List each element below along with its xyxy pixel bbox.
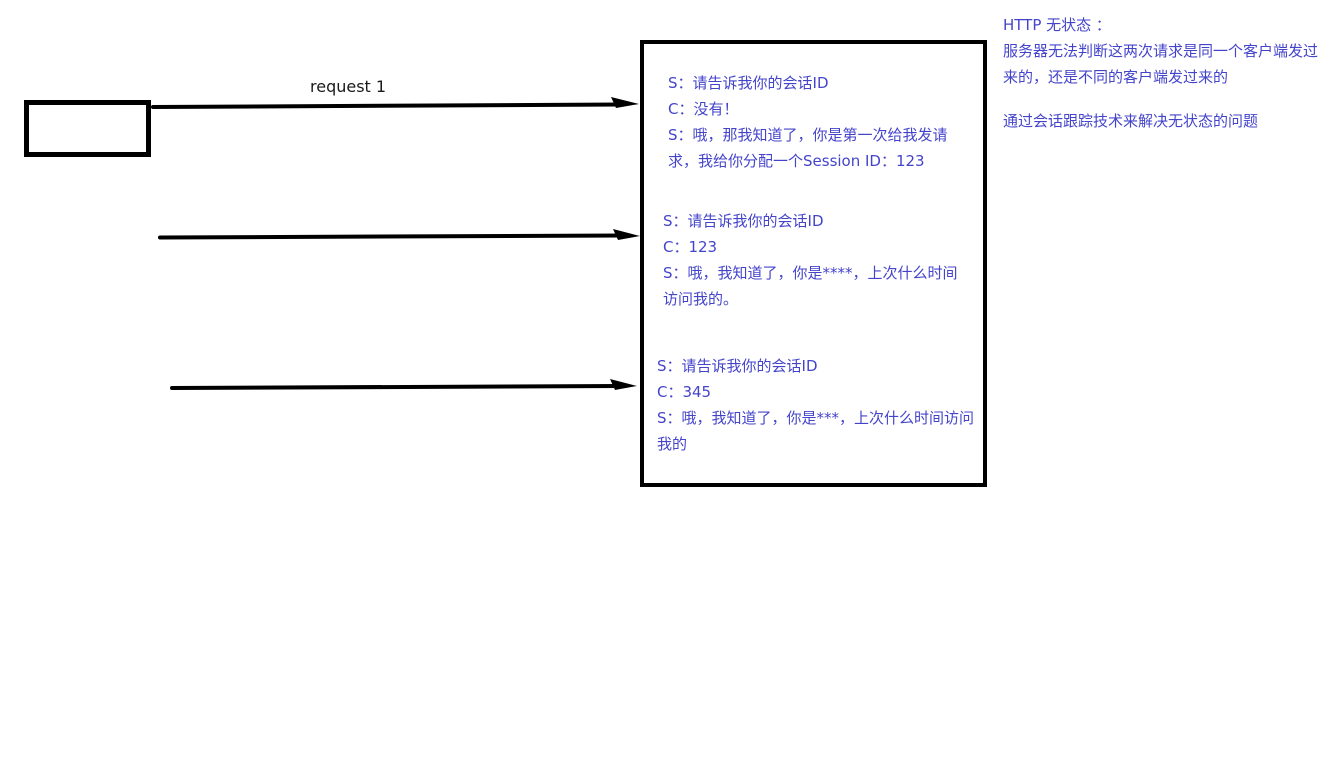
- dialog-section-2: S：请告诉我你的会话ID C：123 S：哦，我知道了，你是****，上次什么时…: [663, 208, 958, 312]
- dialog-line: C：没有！: [668, 100, 739, 118]
- arrow-line: [170, 384, 622, 390]
- request-arrow-1: [151, 97, 639, 109]
- request-arrow-2: [158, 229, 640, 240]
- server-box: S：请告诉我你的会话ID C：没有！ S：哦，那我知道了，你是第一次给我发请 求…: [640, 40, 987, 487]
- dialog-line: S：请告诉我你的会话ID: [668, 74, 829, 92]
- notes-block: HTTP 无状态 ： 服务器无法判断这两次请求是同一个客户端发过 来的，还是不同…: [1003, 12, 1318, 134]
- dialog-line: S：哦，那我知道了，你是第一次给我发请: [668, 126, 948, 144]
- notes-title: HTTP 无状态 ：: [1003, 16, 1111, 34]
- dialog-line: 我的: [657, 435, 688, 453]
- notes-solution: 通过会话跟踪技术来解决无状态的问题: [1003, 112, 1259, 130]
- arrow-line: [158, 233, 625, 240]
- dialog-line: S：请告诉我你的会话ID: [663, 212, 824, 230]
- dialog-line: S：哦，我知道了，你是***，上次什么时间访问: [657, 409, 975, 427]
- dialog-section-1: S：请告诉我你的会话ID C：没有！ S：哦，那我知道了，你是第一次给我发请 求…: [668, 70, 948, 174]
- request-1-label: request 1: [310, 77, 387, 96]
- dialog-line: 求，我给你分配一个Session ID：123: [668, 152, 925, 170]
- arrow-head-icon: [610, 379, 637, 390]
- arrow-head-icon: [613, 229, 640, 240]
- dialog-line: S：请告诉我你的会话ID: [657, 357, 818, 375]
- notes-line: 来的，还是不同的客户端发过来的: [1003, 68, 1229, 86]
- arrow-line: [151, 102, 623, 109]
- dialog-line: 访问我的。: [663, 290, 739, 308]
- dialog-section-3: S：请告诉我你的会话ID C：345 S：哦，我知道了，你是***，上次什么时间…: [657, 353, 974, 457]
- request-arrow-3: [170, 379, 637, 390]
- notes-line: 服务器无法判断这两次请求是同一个客户端发过: [1003, 42, 1319, 60]
- dialog-line: S：哦，我知道了，你是****，上次什么时间: [663, 264, 958, 282]
- dialog-line: C：123: [663, 238, 718, 256]
- client-box: [24, 100, 151, 157]
- arrow-head-icon: [611, 97, 639, 108]
- dialog-line: C：345: [657, 383, 712, 401]
